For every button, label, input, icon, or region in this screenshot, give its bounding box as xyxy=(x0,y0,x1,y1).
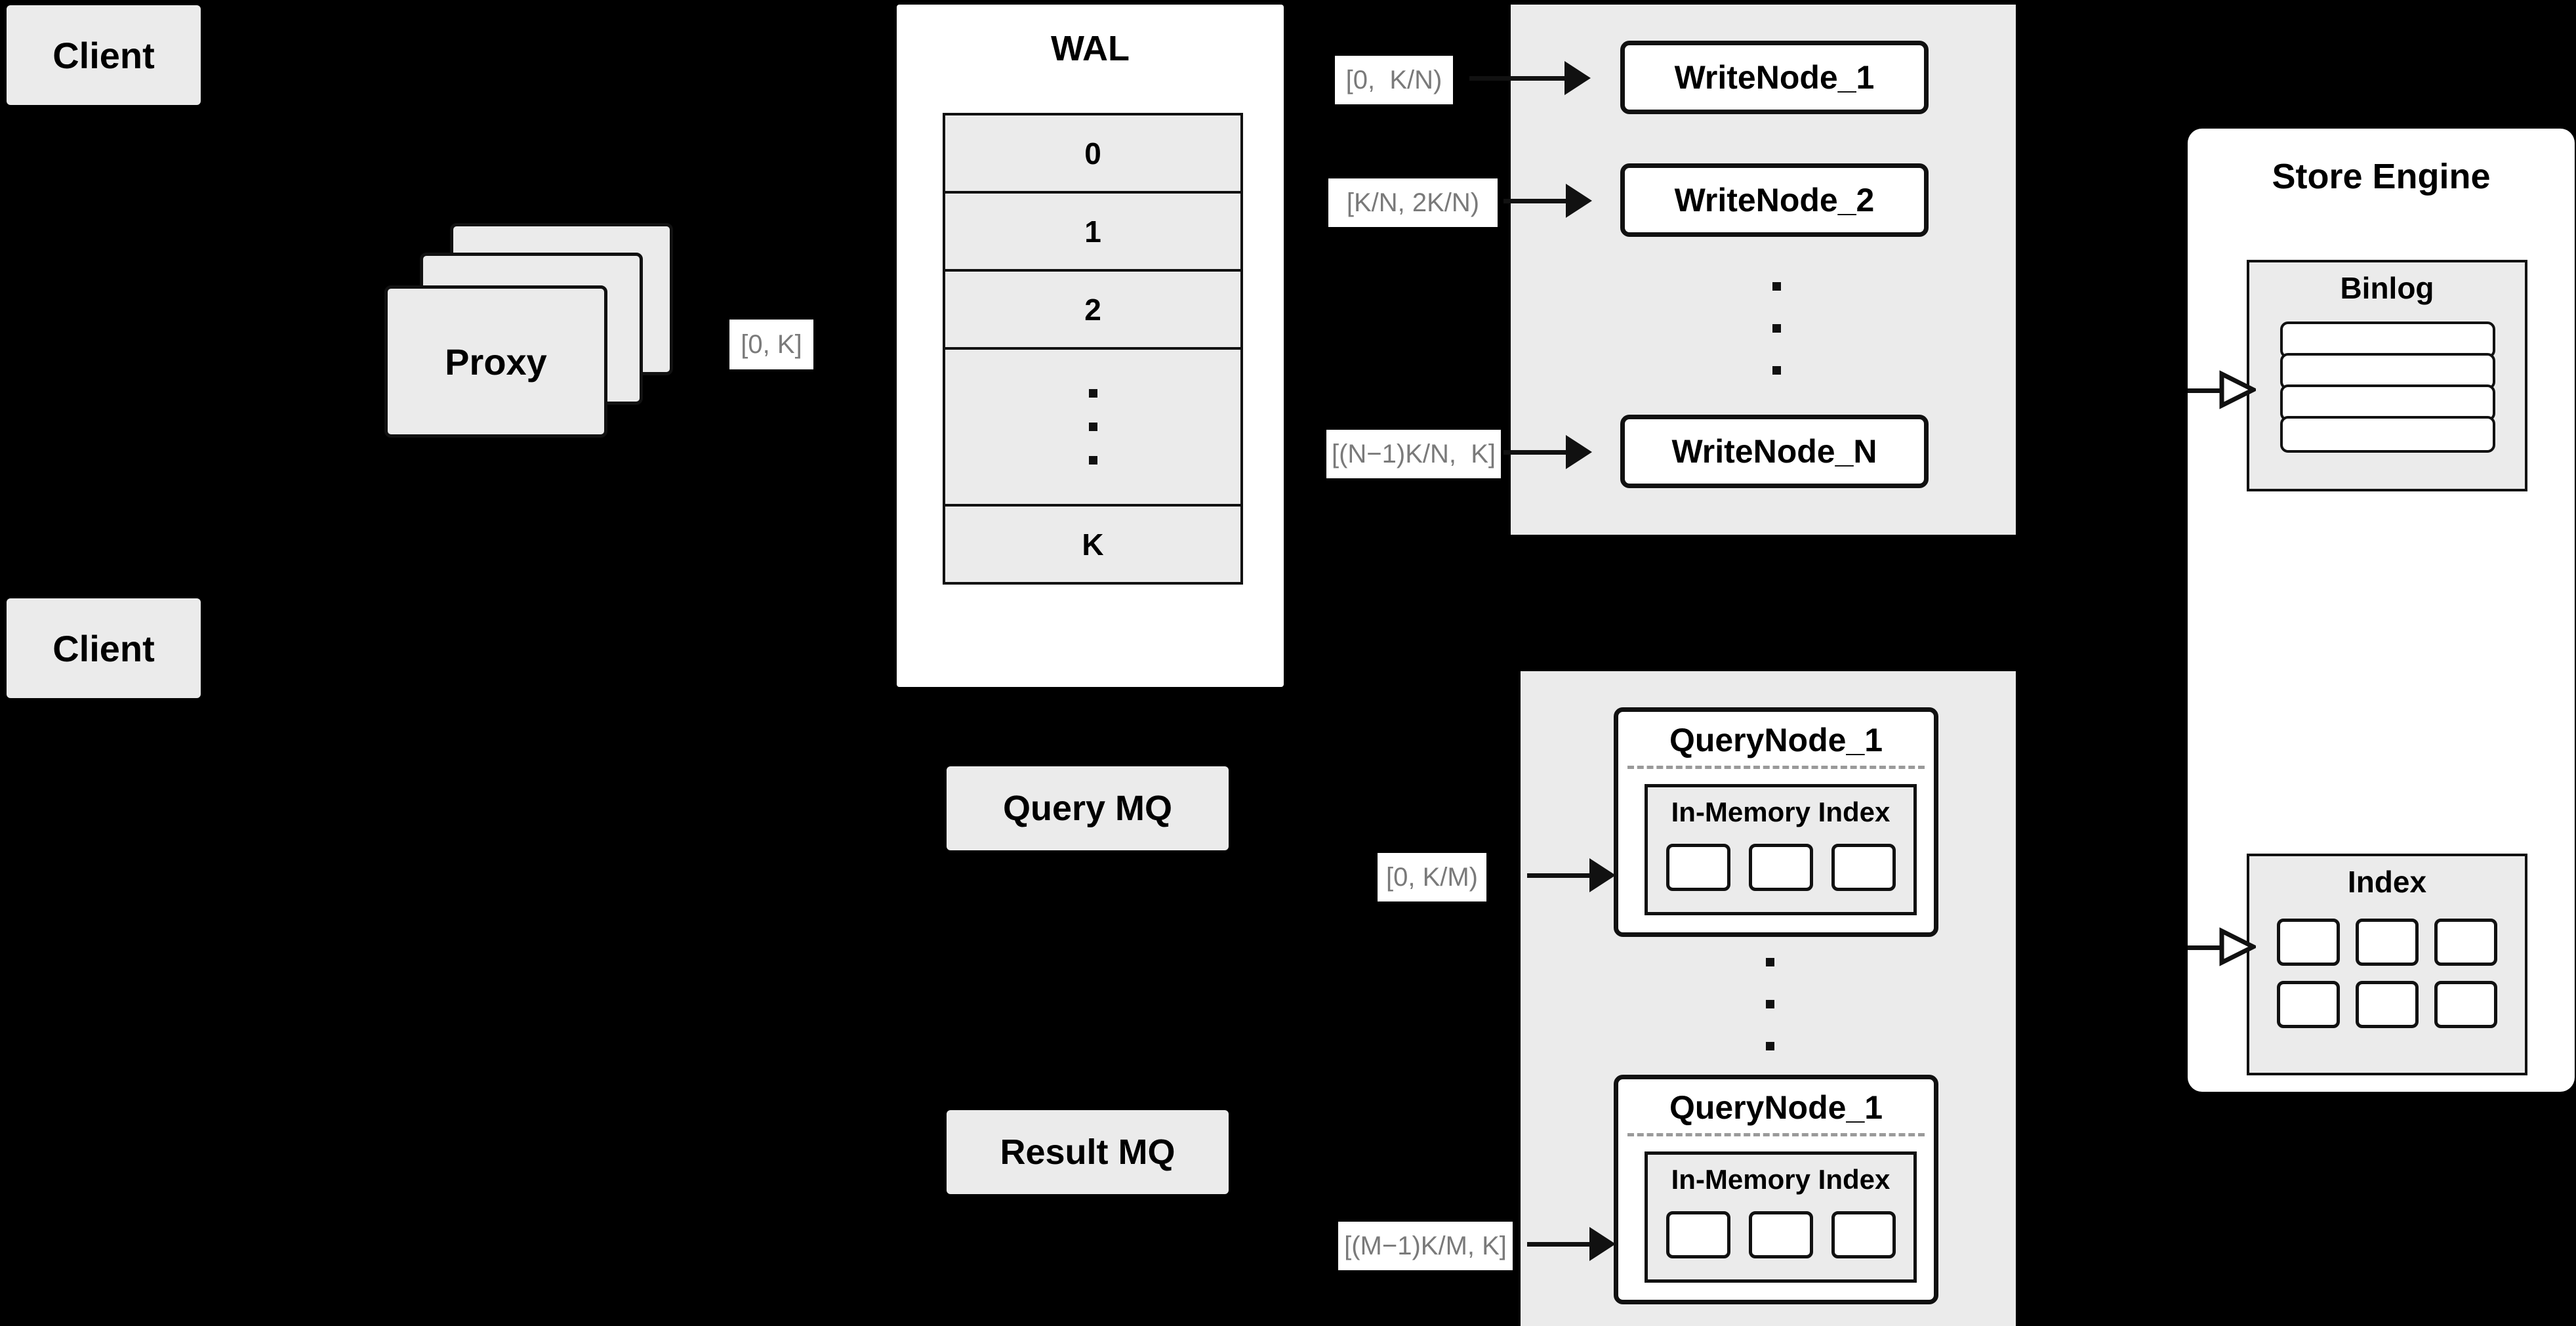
index-cell xyxy=(2277,919,2340,966)
query-node-1-divider xyxy=(1627,766,1925,769)
index-cell xyxy=(2277,981,2340,1028)
wal-row: 1 xyxy=(945,194,1240,272)
query-node-1-label: QueryNode_1 xyxy=(1669,722,1883,758)
proxy-range-label: [0, K] xyxy=(729,320,813,369)
query-node-m-divider xyxy=(1627,1133,1925,1136)
arrow-to-query-node-1-head-icon xyxy=(1589,858,1616,892)
index-cell xyxy=(1666,1211,1730,1258)
index-cell xyxy=(1831,844,1896,891)
write-node-2-box[interactable]: WriteNode_2 xyxy=(1620,163,1929,237)
result-mq-label: Result MQ xyxy=(1000,1132,1176,1172)
query-node-m-range-label: [(M−1)K/M, K] xyxy=(1338,1222,1513,1270)
client-box-1[interactable]: Client xyxy=(7,5,201,105)
index-cell xyxy=(2434,981,2497,1028)
client-label-2: Client xyxy=(52,627,155,669)
wal-panel: WAL 0 1 2 K xyxy=(897,5,1284,687)
arrow-to-write-node-1-line xyxy=(1469,76,1564,81)
query-node-1-range-label: [0, K/M) xyxy=(1378,853,1486,901)
query-node-ellipsis-icon xyxy=(1763,955,1776,1053)
wal-row: K xyxy=(1082,527,1104,562)
query-node-m-index-cells xyxy=(1648,1211,1913,1258)
write-node-1-box[interactable]: WriteNode_1 xyxy=(1620,41,1929,114)
proxy-box[interactable]: Proxy xyxy=(384,285,607,438)
write-node-2-range-label: [K/N, 2K/N) xyxy=(1328,178,1498,227)
index-cell xyxy=(1666,844,1730,891)
query-node-1-index-cells xyxy=(1648,844,1913,891)
arrow-to-write-node-n-head-icon xyxy=(1566,435,1592,469)
query-node-m-in-memory-index: In-Memory Index xyxy=(1645,1151,1917,1283)
arrow-to-write-node-2-line xyxy=(1503,199,1566,203)
store-engine-panel: Store Engine Binlog Index xyxy=(2188,129,2575,1092)
arrow-to-write-node-2-head-icon xyxy=(1566,184,1592,218)
query-node-1-index-title: In-Memory Index xyxy=(1671,797,1891,827)
binlog-bar xyxy=(2280,321,2495,358)
wal-row-list: 0 1 2 K xyxy=(943,113,1243,585)
index-cell xyxy=(1748,844,1813,891)
index-cell xyxy=(1748,1211,1813,1258)
store-engine-title: Store Engine xyxy=(2272,157,2491,196)
proxy-label: Proxy xyxy=(445,341,547,383)
write-node-n-range-label: [(N−1)K/N, K] xyxy=(1326,430,1501,478)
query-node-m-index-title: In-Memory Index xyxy=(1671,1164,1891,1195)
write-node-n-box[interactable]: WriteNode_N xyxy=(1620,415,1929,488)
index-panel: Index xyxy=(2247,854,2527,1075)
result-mq-box[interactable]: Result MQ xyxy=(947,1110,1229,1194)
client-box-2[interactable]: Client xyxy=(7,598,201,698)
wal-title: WAL xyxy=(1051,29,1130,68)
index-title: Index xyxy=(2347,865,2427,899)
query-node-1-in-memory-index: In-Memory Index xyxy=(1645,784,1917,915)
write-node-n-label: WriteNode_N xyxy=(1671,433,1877,470)
index-cell-row-1 xyxy=(2249,919,2525,966)
query-mq-box[interactable]: Query MQ xyxy=(947,766,1229,850)
vertical-ellipsis-icon xyxy=(1088,389,1097,465)
query-node-1-box[interactable]: QueryNode_1 In-Memory Index xyxy=(1614,707,1938,937)
arrow-to-query-node-m-line xyxy=(1527,1242,1589,1247)
wal-row: 0 xyxy=(945,115,1240,194)
arrow-to-index-line xyxy=(2188,945,2222,950)
binlog-title: Binlog xyxy=(2340,271,2434,305)
write-node-1-range-label: [0, K/N) xyxy=(1335,56,1453,104)
query-node-m-label: QueryNode_1 xyxy=(1669,1089,1883,1126)
write-node-2-label: WriteNode_2 xyxy=(1674,182,1875,218)
arrow-to-query-node-m-head-icon xyxy=(1589,1227,1616,1261)
wal-row-ellipsis xyxy=(945,350,1240,507)
binlog-bar xyxy=(2280,416,2495,453)
query-node-m-box[interactable]: QueryNode_1 In-Memory Index xyxy=(1614,1075,1938,1304)
arrow-to-binlog-head-icon xyxy=(2219,370,2256,409)
query-mq-label: Query MQ xyxy=(1002,789,1173,828)
arrow-to-query-node-1-line xyxy=(1527,873,1589,878)
write-node-1-label: WriteNode_1 xyxy=(1674,59,1875,96)
index-cell xyxy=(1831,1211,1896,1258)
wal-row: 2 xyxy=(945,272,1240,350)
arrow-to-binlog-line xyxy=(2188,388,2222,393)
index-cell xyxy=(2356,919,2419,966)
arrow-to-write-node-1-head-icon xyxy=(1564,61,1591,95)
index-cell-row-2 xyxy=(2249,981,2525,1028)
write-node-ellipsis-icon xyxy=(1770,279,1783,377)
client-label-1: Client xyxy=(52,34,155,76)
binlog-panel: Binlog xyxy=(2247,260,2527,491)
arrow-to-index-head-icon xyxy=(2219,927,2256,966)
arrow-to-write-node-n-line xyxy=(1503,450,1566,455)
index-cell xyxy=(2356,981,2419,1028)
index-cell xyxy=(2434,919,2497,966)
